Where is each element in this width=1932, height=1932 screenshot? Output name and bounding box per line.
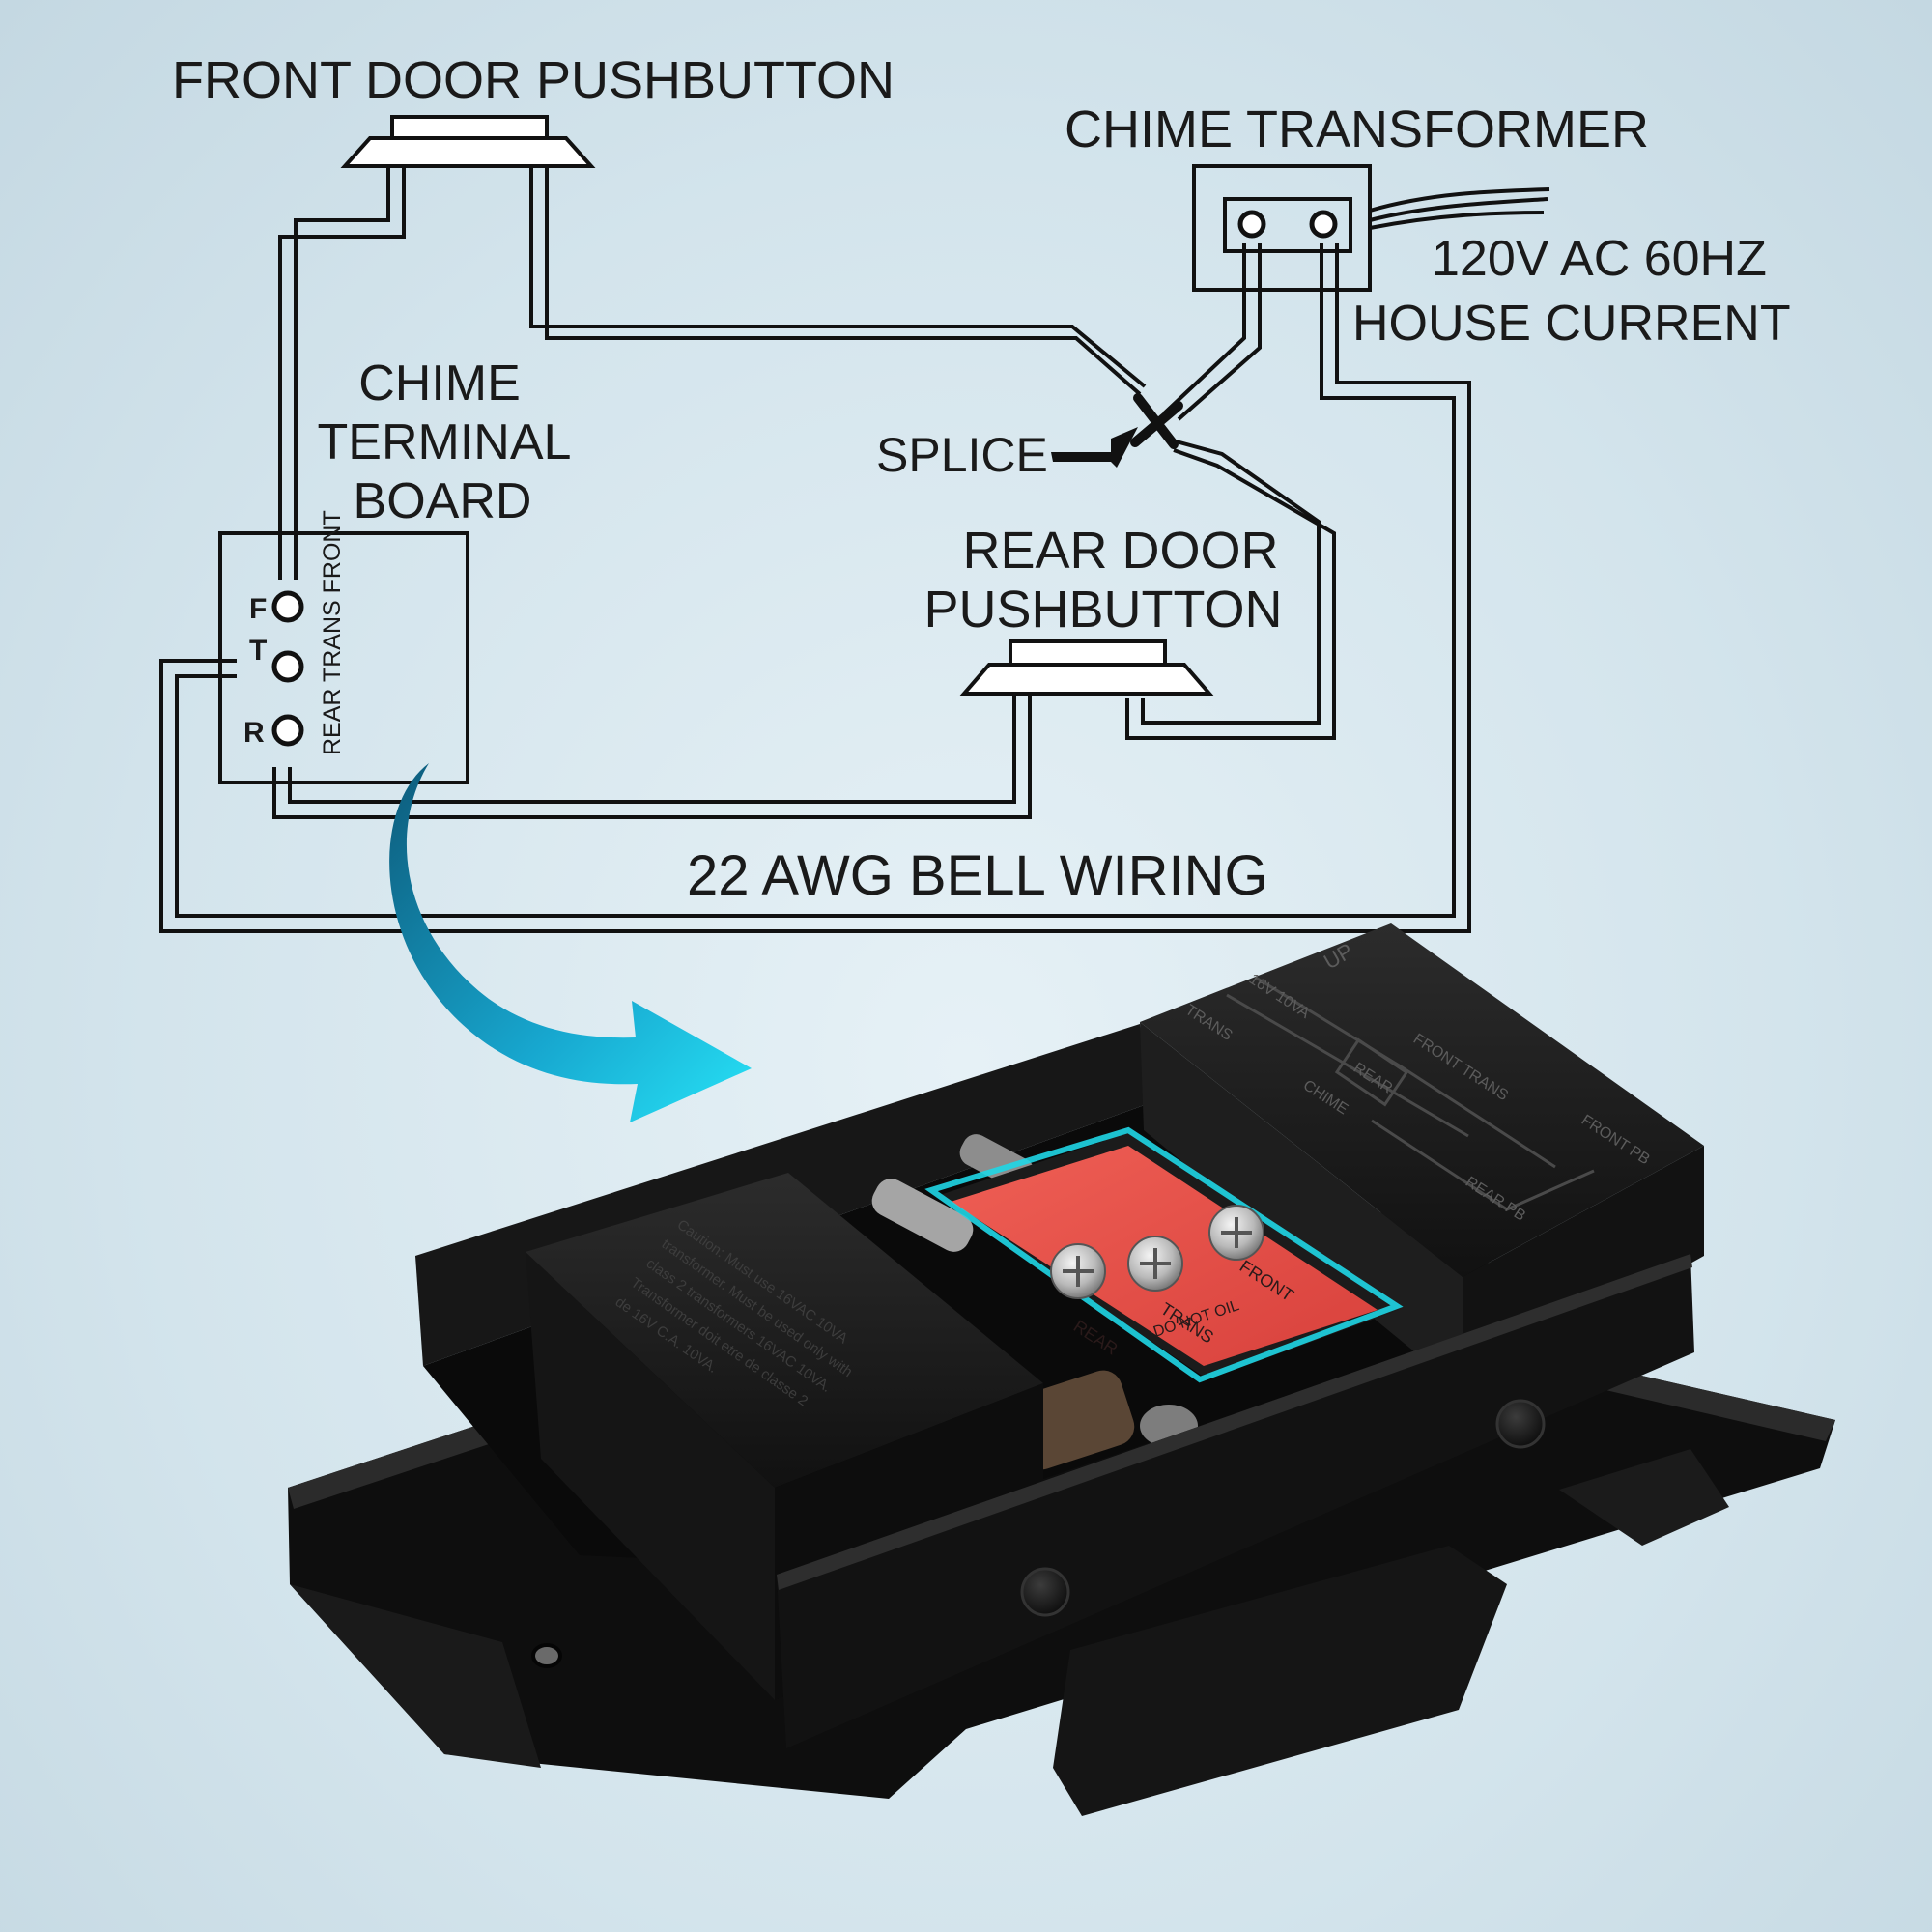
chime-transformer-label: CHIME TRANSFORMER xyxy=(1065,100,1649,158)
rear-pushbutton-label-line2: PUSHBUTTON xyxy=(923,581,1282,639)
wire-front-to-f-inner xyxy=(294,162,390,580)
splice-node xyxy=(1130,393,1183,449)
terminal-f xyxy=(271,590,304,623)
chime-board-label-line2: TERMINAL xyxy=(318,414,572,470)
terminal-side-label: REAR TRANS FRONT xyxy=(319,510,346,755)
house-current-label: HOUSE CURRENT xyxy=(1352,296,1791,352)
terminal-r-label: R xyxy=(243,717,265,749)
front-door-pushbutton xyxy=(340,115,596,168)
chime-board-label-line1: CHIME xyxy=(358,355,521,412)
transformer-block: Caution: Must use 16VAC 10VA transformer… xyxy=(526,1173,1043,1700)
wire-front-to-f xyxy=(278,162,406,580)
front-wall xyxy=(777,1254,1694,1748)
rivet-right-icon xyxy=(1495,1399,1546,1449)
curved-arrow-icon xyxy=(389,763,752,1122)
wire-rear-to-r-inner xyxy=(272,692,1032,819)
wire-splice-to-rear-inner xyxy=(1125,448,1336,740)
terminal-block: REAR TRANS FRONT DO NOT OIL xyxy=(924,1126,1404,1383)
chime-transformer xyxy=(1192,164,1550,292)
chime-unit: UP 16V 10VA TRANS FRONT TRANS REAR CHIME… xyxy=(288,923,1835,1816)
terminal-t-label: T xyxy=(249,635,267,667)
splice-label: SPLICE xyxy=(876,428,1048,482)
wire-splice-to-rear xyxy=(1141,438,1321,724)
front-door-pushbutton-label: FRONT DOOR PUSHBUTTON xyxy=(172,51,895,109)
mount-tab-right xyxy=(1559,1449,1729,1546)
rear-pushbutton-label-line1: REAR DOOR xyxy=(962,522,1278,580)
wire-transformer-to-t-inner xyxy=(159,243,1471,933)
wire-front-to-splice xyxy=(529,162,1147,388)
wire-rear-to-r xyxy=(288,692,1016,804)
terminal-t xyxy=(271,650,304,683)
terminal-r xyxy=(271,714,304,747)
wire-transformer-to-t xyxy=(175,243,1456,918)
terminal-f-label: F xyxy=(249,593,267,625)
wires xyxy=(159,162,1471,933)
wire-transformer-to-splice-inner xyxy=(1177,243,1262,421)
bell-wiring-label: 22 AWG BELL WIRING xyxy=(687,844,1268,907)
splice-arrow xyxy=(1051,427,1138,468)
highlight-frame xyxy=(924,1126,1404,1383)
mount-tab-bottom xyxy=(1053,1546,1507,1816)
chime-board-label-line3: BOARD xyxy=(354,473,532,529)
rear-door-pushbutton xyxy=(959,639,1214,696)
mount-hole xyxy=(531,1643,562,1668)
voltage-label: 120V AC 60HZ xyxy=(1432,231,1767,287)
wire-transformer-to-splice xyxy=(1162,243,1246,415)
chime-terminal-board: F T R REAR TRANS FRONT xyxy=(218,510,469,784)
mount-tab-left xyxy=(290,1584,541,1768)
wire-front-to-splice-inner xyxy=(545,162,1142,396)
rivet-left-icon xyxy=(1020,1567,1070,1617)
